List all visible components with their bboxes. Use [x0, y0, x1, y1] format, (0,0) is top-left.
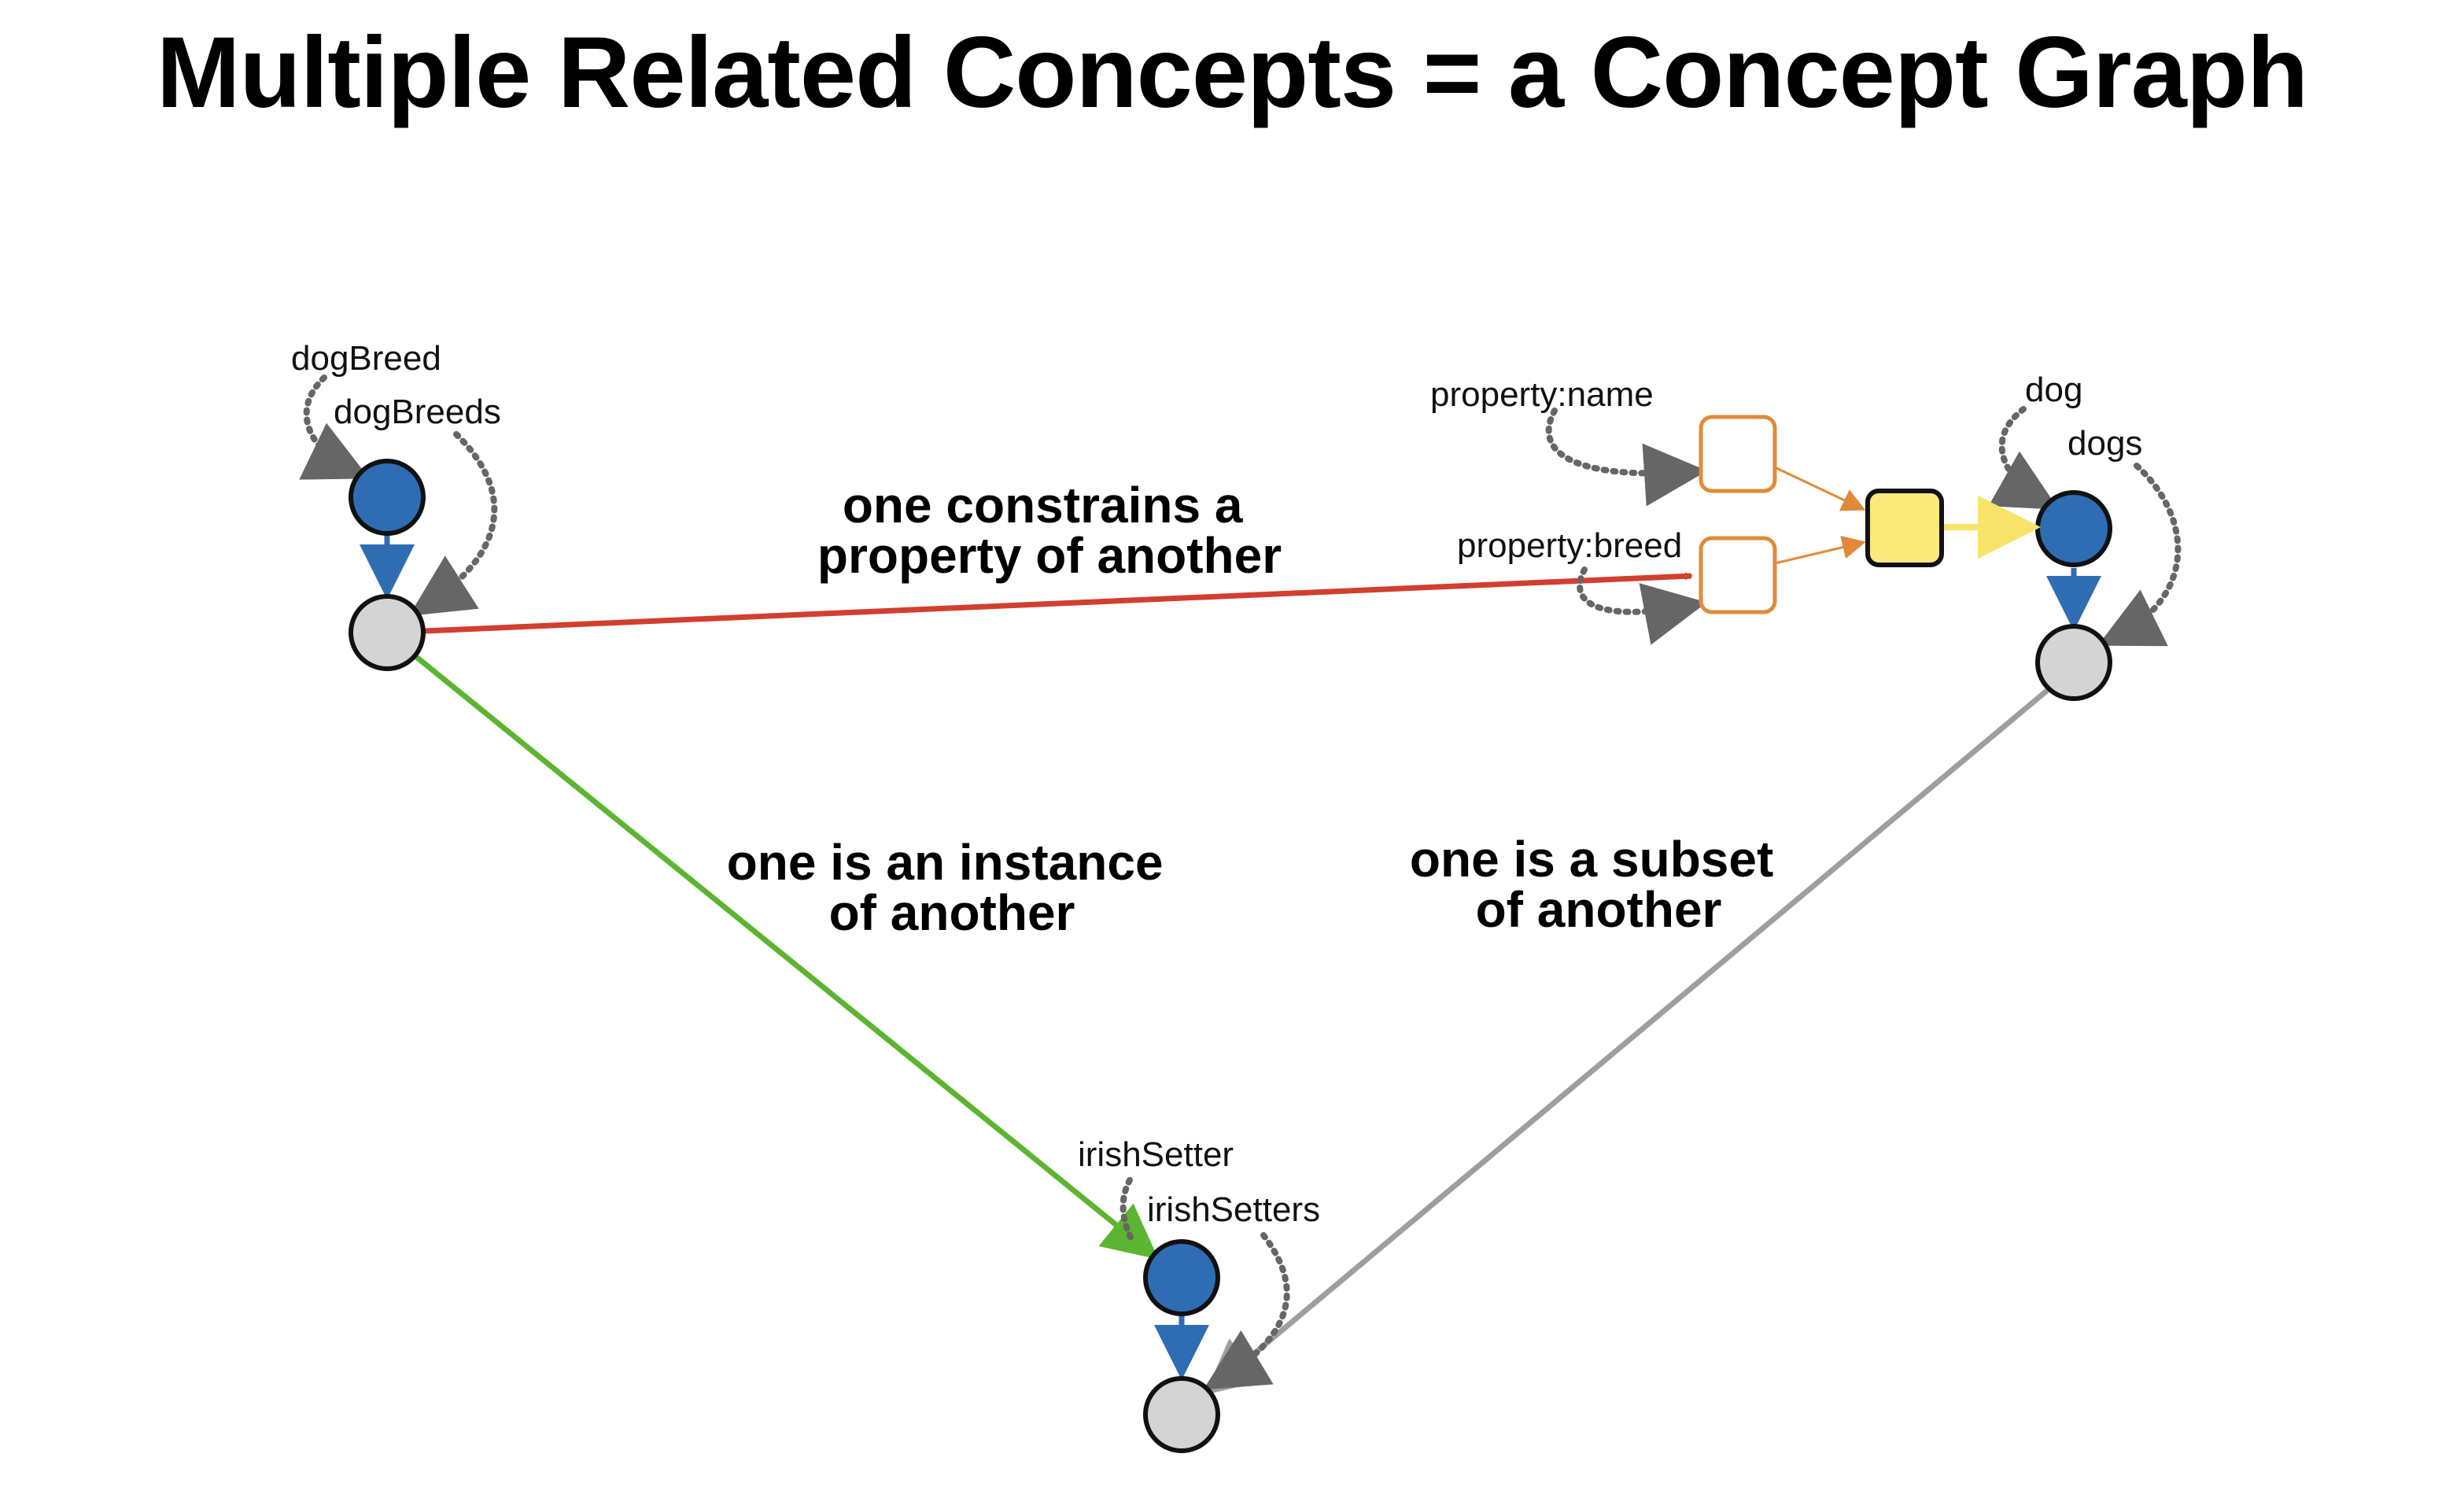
dog-plural-label: dogs [2067, 424, 2142, 463]
property-name-to-join-link [1774, 466, 1866, 511]
constraint-relation-line-2: property of another [817, 527, 1282, 584]
irishsetter-set-node [1143, 1376, 1220, 1453]
instance-relation-label: one is an instance of another [727, 834, 1178, 941]
property-breed-to-join-link [1774, 535, 1866, 565]
dog-singular-label: dog [2025, 371, 2082, 409]
dogbreed-singular-label: dogBreed [291, 339, 441, 378]
dog-concept-node [2035, 490, 2112, 567]
irishsetter-concept-node [1143, 1239, 1220, 1316]
property-name-link [1545, 408, 1707, 507]
property-breed-box [1699, 536, 1777, 614]
property-name-box [1699, 415, 1777, 493]
property-breed-label: property:breed [1457, 526, 1682, 565]
irishsetter-plural-link [1203, 1232, 1290, 1390]
instance-relation-line-2: of another [829, 884, 1075, 941]
dog-plural-link [2097, 463, 2182, 647]
dogbreed-concept-node [349, 459, 426, 536]
property-join-box [1865, 489, 1944, 567]
property-breed-link [1577, 566, 1707, 645]
irishsetter-singular-label: irishSetter [1078, 1135, 1234, 1174]
irishsetter-plural-label: irishSetters [1147, 1190, 1320, 1229]
irishsetter-singular-link [1119, 1177, 1136, 1245]
constraint-edge [424, 572, 1693, 634]
constraint-relation-label: one constrains a property of another [817, 477, 1282, 584]
subset-relation-line-1: one is a subset [1410, 831, 1773, 887]
instance-relation-line-1: one is an instance [727, 834, 1164, 891]
constraint-relation-line-1: one constrains a [843, 477, 1243, 533]
dog-singular-link [1988, 406, 2059, 510]
subset-relation-line-2: of another [1476, 881, 1722, 938]
dogbreed-plural-label: dogBreeds [334, 393, 501, 431]
instance-edge [413, 654, 1159, 1260]
slide-title: Multiple Related Concepts = a Concept Gr… [156, 17, 2308, 129]
dogbreed-set-node [349, 594, 426, 671]
subset-relation-label: one is a subset of another [1410, 831, 1787, 938]
dogbreed-singular-link [299, 374, 370, 480]
property-name-label: property:name [1430, 375, 1654, 414]
dog-set-node [2035, 624, 2112, 701]
dogbreed-plural-link [408, 431, 498, 616]
subset-edge [1204, 687, 2051, 1395]
